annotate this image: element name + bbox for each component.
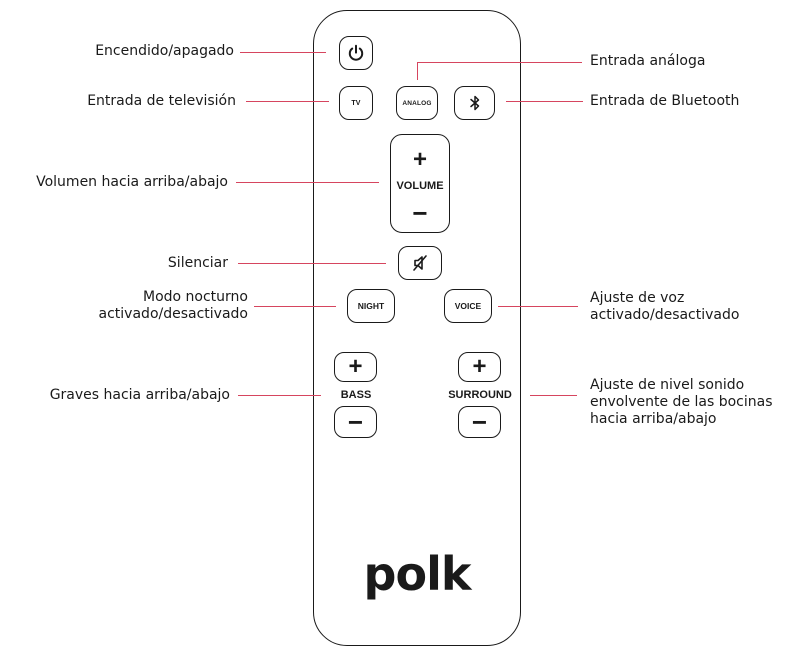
volume-rocker[interactable] [390,134,450,233]
bass-label: BASS [340,389,372,401]
label-bluetooth-input: Entrada de Bluetooth [590,93,740,109]
label-power: Encendido/apagado [95,43,234,59]
surround-label: SURROUND [448,389,512,401]
surround-up-symbol: + [472,353,487,380]
leader-night [254,306,336,307]
leader-mute [238,263,386,264]
polk-logo: polk [363,547,472,601]
leader-bluetooth [506,101,583,102]
label-night-mode: Modo nocturno activado/desactivado [98,289,248,322]
analog-button[interactable]: ANALOG [396,86,438,120]
bass-up-button[interactable]: + [334,352,377,382]
leader-tv [246,101,329,102]
bass-up-symbol: + [348,353,363,380]
mute-icon [413,255,427,271]
volume-down-symbol: − [412,198,428,228]
volume-label: VOLUME [396,180,444,192]
power-icon [348,44,364,61]
night-button[interactable]: NIGHT [347,289,395,323]
leader-surround [530,395,577,396]
label-volume: Volumen hacia arriba/abajo [36,174,228,190]
leader-volume [236,182,379,183]
volume-up-symbol: + [412,146,427,173]
leader-analog [417,62,582,63]
label-bass: Graves hacia arriba/abajo [49,387,230,403]
surround-down-button[interactable]: − [458,406,501,438]
label-tv-input: Entrada de televisión [87,93,236,109]
surround-up-button[interactable]: + [458,352,501,382]
remote-body [313,10,521,646]
label-mute: Silenciar [167,255,228,271]
leader-bass [238,395,321,396]
label-analog-input: Entrada análoga [590,53,706,69]
mute-button[interactable] [398,246,442,280]
bass-down-button[interactable]: − [334,406,377,438]
power-button[interactable] [339,36,373,70]
leader-power [240,52,326,53]
bass-down-symbol: − [347,407,364,437]
surround-down-symbol: − [471,407,488,437]
label-surround: Ajuste de nivel sonido envolvente de las… [590,377,773,427]
bluetooth-icon [469,95,479,111]
bluetooth-button[interactable] [454,86,495,120]
voice-button[interactable]: VOICE [444,289,492,323]
leader-analog-vertical [417,62,418,80]
leader-voice [498,306,578,307]
tv-button[interactable]: TV [339,86,373,120]
label-voice-adjust: Ajuste de voz activado/desactivado [590,290,740,323]
